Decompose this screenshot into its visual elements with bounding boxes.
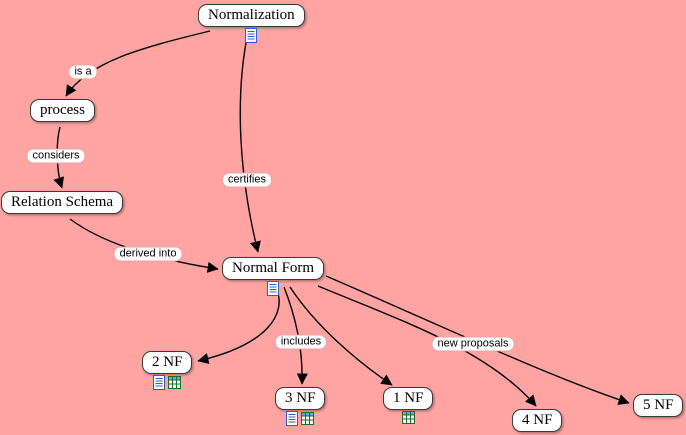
link-label-new-proposals[interactable]: new proposals (431, 336, 515, 352)
document-icon[interactable] (286, 411, 299, 431)
node-2nf[interactable]: 2 NF (142, 351, 193, 395)
link-label-includes[interactable]: includes (274, 334, 328, 350)
node-4nf[interactable]: 4 NF (512, 409, 563, 432)
node-label[interactable]: Relation Schema (1, 191, 124, 214)
edge-normal-form-1nf[interactable] (289, 286, 393, 386)
link-label-derived-into[interactable]: derived into (113, 246, 183, 262)
node-normalization[interactable]: Normalization (198, 4, 305, 48)
node-label[interactable]: 4 NF (512, 409, 563, 432)
table-icon[interactable] (168, 376, 182, 394)
node-normal-form[interactable]: Normal Form (222, 257, 325, 301)
node-relation-schema[interactable]: Relation Schema (1, 191, 124, 214)
edge-normal-form-2nf[interactable] (197, 286, 280, 365)
node-label[interactable]: 3 NF (275, 387, 326, 410)
node-3nf[interactable]: 3 NF (275, 387, 326, 431)
edge-relation-schema-normal-form[interactable] (69, 218, 219, 273)
link-label-considers[interactable]: considers (26, 148, 86, 164)
edge-normalization-process[interactable] (65, 30, 211, 97)
table-icon[interactable] (401, 411, 415, 429)
document-icon[interactable] (267, 281, 280, 301)
node-label[interactable]: process (30, 99, 95, 122)
document-icon[interactable] (245, 28, 258, 48)
node-1nf[interactable]: 1 NF (383, 387, 434, 429)
node-label[interactable]: Normalization (198, 4, 305, 27)
link-label-is-a[interactable]: is a (68, 64, 98, 80)
node-label[interactable]: 5 NF (633, 394, 684, 417)
node-label[interactable]: 2 NF (142, 351, 193, 374)
link-label-certifies[interactable]: certifies (222, 172, 272, 188)
document-icon[interactable] (153, 375, 166, 395)
node-process[interactable]: process (30, 99, 95, 122)
node-5nf[interactable]: 5 NF (633, 394, 684, 417)
edge-normalization-normal-form[interactable] (239, 31, 261, 253)
table-icon[interactable] (301, 412, 315, 430)
node-label[interactable]: 1 NF (383, 387, 434, 410)
node-label[interactable]: Normal Form (222, 257, 325, 280)
